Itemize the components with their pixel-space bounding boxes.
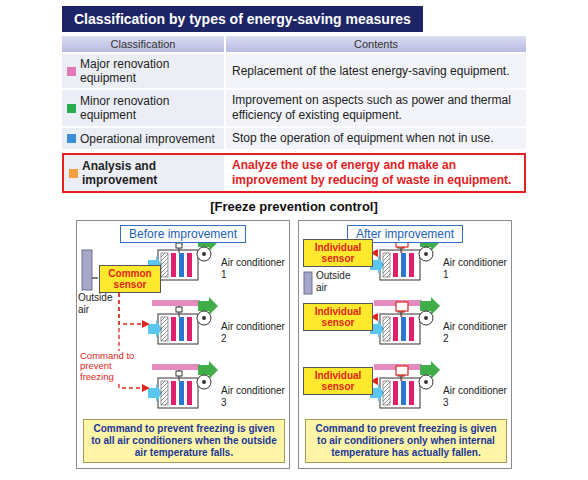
table-row: Operational improvement Stop the operatio… (62, 128, 526, 149)
sensor-box: Individual sensor (303, 367, 373, 395)
air-conditioner-label: Air conditioner 2 (443, 321, 509, 344)
panel-heading: Before improvement (120, 225, 246, 243)
air-conditioner-unit: Air conditioner 2 (149, 299, 289, 349)
sensor-label: Individual sensor (308, 306, 368, 328)
sensor-label: Individual sensor (308, 242, 368, 264)
table-cell: Major renovation equipment (62, 54, 224, 88)
table-cell-text: Replacement of the latest energy-saving … (232, 64, 510, 79)
command-line (119, 293, 149, 324)
note-box: Command to prevent freezing is given to … (83, 419, 285, 463)
table-row: Major renovation equipment Replacement of… (62, 54, 526, 88)
panel-frame: Before improvementCommon sensorAir condi… (76, 220, 290, 469)
legend-swatch (69, 169, 78, 178)
table-cell: Operational improvement (62, 128, 224, 149)
table-cell: Analyze the use of energy and make an im… (226, 155, 524, 191)
table-cell: Stop the operation of equipment when not… (226, 128, 526, 149)
outside-air-label: Outside air (78, 292, 118, 315)
sensor-box: Individual sensor (303, 303, 373, 331)
table-cell-text: Improvement on aspects such as power and… (232, 93, 520, 123)
air-conditioner-label: Air conditioner 3 (221, 385, 287, 408)
legend-text: Operational improvement (80, 132, 215, 146)
table-cell: Minor renovation equipment (62, 90, 224, 126)
air-conditioner-label: Air conditioner 2 (221, 321, 287, 344)
table-cell: Replacement of the latest energy-saving … (226, 54, 526, 88)
table-cell-text: Stop the operation of equipment when not… (232, 131, 494, 146)
air-conditioner-unit: Air conditioner 3 (371, 363, 511, 413)
sensor-box: Individual sensor (303, 239, 373, 267)
table-cell: Analysis and improvement (64, 155, 224, 191)
classification-table: ClassificationContentsMajor renovation e… (62, 36, 526, 193)
air-conditioner-label: Air conditioner 3 (443, 385, 509, 408)
table-header-cell: Classification (62, 36, 224, 52)
legend-text: Analysis and improvement (82, 159, 219, 187)
air-conditioner-unit: Air conditioner 2 (371, 299, 511, 349)
table-cell-text: Analyze the use of energy and make an im… (232, 158, 518, 188)
legend-text: Major renovation equipment (80, 57, 219, 85)
table-cell: Improvement on aspects such as power and… (226, 90, 526, 126)
sensor-box: Common sensor (99, 265, 161, 293)
outside-air-label: Outside air (316, 270, 356, 293)
air-conditioner-label: Air conditioner 1 (443, 257, 509, 280)
table-header-cell: Contents (226, 36, 526, 52)
legend-swatch (67, 67, 76, 76)
table-row: Minor renovation equipment Improvement on… (62, 90, 526, 126)
legend-text: Minor renovation equipment (80, 94, 219, 122)
note-box: Command to prevent freezing is given to … (305, 419, 507, 463)
air-conditioner-unit: Air conditioner 1 (371, 235, 511, 285)
sensor-label: Common sensor (104, 268, 156, 290)
table-header-row: ClassificationContents (62, 36, 526, 52)
air-conditioner-unit: Air conditioner 1 (149, 235, 289, 285)
legend-swatch (67, 104, 76, 113)
edge-label: Command to prevent freezing (79, 351, 145, 382)
title-band: Classification by types of energy-saving… (62, 6, 423, 32)
note-text: Command to prevent freezing is given to … (310, 423, 502, 459)
air-conditioner-unit: Air conditioner 3 (149, 363, 289, 413)
section-heading: [Freeze prevention control] (0, 199, 588, 214)
note-text: Command to prevent freezing is given to … (88, 423, 280, 459)
table-row: Analysis and improvement Analyze the use … (62, 153, 526, 193)
sensor-label: Individual sensor (308, 370, 368, 392)
air-conditioner-label: Air conditioner 1 (221, 257, 287, 280)
panel-frame: After improvementIndividual sensorAir co… (298, 220, 512, 469)
legend-swatch (67, 134, 76, 143)
